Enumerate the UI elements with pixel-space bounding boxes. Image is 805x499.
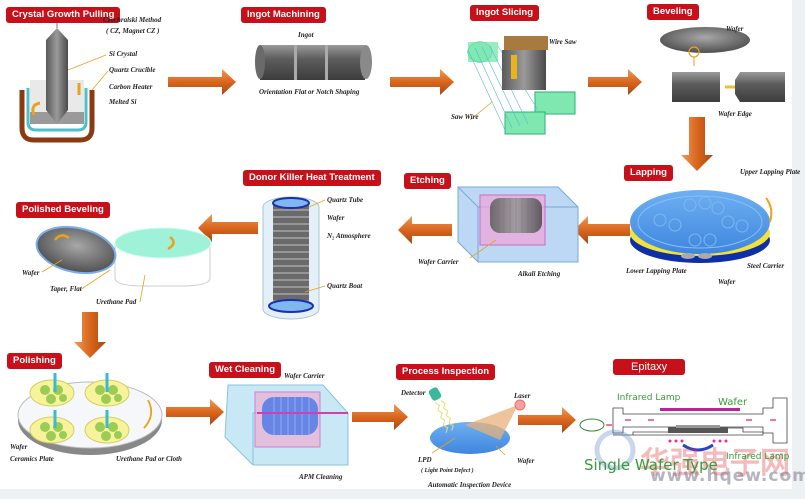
inspection-illustration: [428, 387, 526, 456]
note-ingot: Ingot: [298, 31, 314, 39]
arrow-right-2: [390, 69, 454, 95]
note-n2-atmosphere: N₂ Atmosphere: [327, 232, 371, 240]
note-single-wafer-type: Single Wafer Type: [584, 456, 718, 474]
note-wire-saw: Wire Saw: [549, 38, 577, 46]
note-lower-lapping-plate: Lower Lapping Plate: [626, 267, 687, 275]
step-label-epitaxy: Epitaxy: [613, 359, 686, 375]
note-wafer-polished: Wafer: [22, 269, 40, 277]
frame-border-right: [792, 0, 805, 499]
arrow-right-6: [518, 407, 576, 433]
flow-arrows: [74, 69, 713, 433]
note-si-crystal: Si Crystal: [109, 50, 138, 58]
lapping-illustration: [630, 190, 773, 263]
note-taper-flat: Taper, Flat: [50, 285, 82, 293]
step-label-process-inspection: Process Inspection: [396, 364, 496, 380]
beveling-illustration: [660, 27, 785, 102]
note-upper-lapping-plate: Upper Lapping Plate: [740, 168, 801, 176]
arrow-left-1: [574, 216, 630, 244]
note-light-point-defect: ( Light Point Defect ): [421, 468, 474, 474]
ingot-illustration: [255, 45, 372, 80]
note-wafer-epitaxy: Wafer: [718, 397, 748, 408]
step-label-crystal-growth: Crystal Growth Pulling: [6, 7, 121, 23]
arrow-right-5: [352, 404, 408, 430]
arrow-right-4: [166, 399, 224, 425]
step-label-etching: Etching: [404, 173, 451, 189]
wire-saw-illustration: [467, 36, 576, 135]
note-lpd: LPD: [418, 456, 432, 464]
note-urethane-pad-cloth: Urethane Pad or Cloth: [116, 455, 182, 463]
note-ceramics-plate: Ceramics Plate: [10, 455, 54, 463]
note-wafer-inspection: Wafer: [517, 457, 535, 465]
note-quartz-tube: Quartz Tube: [327, 196, 364, 204]
note-wafer-edge: Wafer Edge: [718, 110, 752, 118]
arrow-right-1: [168, 69, 236, 95]
note-wafer-carrier-wet: Wafer Carrier: [284, 372, 325, 380]
note-wafer-donor: Wafer: [327, 214, 345, 222]
note-czochralski: Czochralski Method: [103, 16, 162, 24]
step-label-ingot-machining: Ingot Machining: [241, 7, 326, 23]
step-label-polishing: Polishing: [7, 353, 62, 369]
note-detector: Detector: [401, 389, 426, 397]
arrow-down-2: [74, 312, 106, 358]
arrow-right-3: [588, 69, 642, 95]
note-urethane-pad: Urethane Pad: [96, 298, 137, 306]
note-orientation-flat: Orientation Flat or Notch Shaping: [259, 88, 360, 96]
note-infrared-lamp-top: Infrared Lamp: [617, 393, 681, 403]
step-label-polished-beveling: Polished Beveling: [16, 202, 110, 218]
step-label-lapping: Lapping: [624, 165, 673, 181]
note-wafer-beveling: Wafer: [726, 25, 744, 33]
watermark-cn: 华强电子网: [640, 446, 790, 481]
note-cz-magnet: ( CZ, Magnet CZ ): [106, 27, 160, 35]
step-label-wet-cleaning: Wet Cleaning: [209, 362, 281, 378]
frame-border-bottom: [0, 489, 805, 499]
polished-beveling-illustration: [35, 225, 212, 303]
note-wafer-carrier-etching: Wafer Carrier: [418, 258, 459, 266]
note-apm-cleaning: APM Cleaning: [299, 473, 343, 481]
step-label-donor-killer: Donor Killer Heat Treatment: [243, 170, 381, 186]
watermark-logo-icon: [594, 429, 636, 471]
polishing-illustration: [17, 373, 163, 455]
note-infrared-lamp-bottom: Infrared Lamp: [726, 452, 790, 462]
epitaxy-illustration: [579, 397, 788, 471]
donor-killer-illustration: [262, 196, 326, 320]
note-quartz-crucible: Quartz Crucible: [109, 66, 156, 74]
step-label-beveling: Beveling: [647, 4, 699, 20]
note-melted-si: Melted Si: [109, 98, 137, 106]
note-steel-carrier: Steel Carrier: [747, 262, 785, 270]
arrow-down-1: [681, 117, 713, 171]
note-laser: Laser: [514, 392, 531, 400]
arrow-left-2: [398, 216, 452, 244]
note-automatic-inspection-device: Automatic Inspection Device: [428, 481, 512, 489]
arrow-left-3: [198, 214, 258, 242]
note-saw-wire: Saw Wire: [451, 113, 479, 121]
note-wafer-polishing: Wafer: [10, 443, 28, 451]
watermark-url: www.hqew.com: [650, 466, 805, 486]
step-label-ingot-slicing: Ingot Slicing: [470, 5, 539, 21]
note-wafer-lapping: Wafer: [718, 278, 736, 286]
wet-cleaning-illustration: [224, 384, 349, 466]
crystal-growth-illustration: [19, 17, 109, 143]
note-carbon-heater: Carbon Heater: [109, 83, 153, 91]
note-alkali-etching: Alkali Etching: [518, 270, 561, 278]
etching-illustration: [457, 186, 579, 263]
note-quartz-boat: Quartz Boat: [327, 282, 363, 290]
